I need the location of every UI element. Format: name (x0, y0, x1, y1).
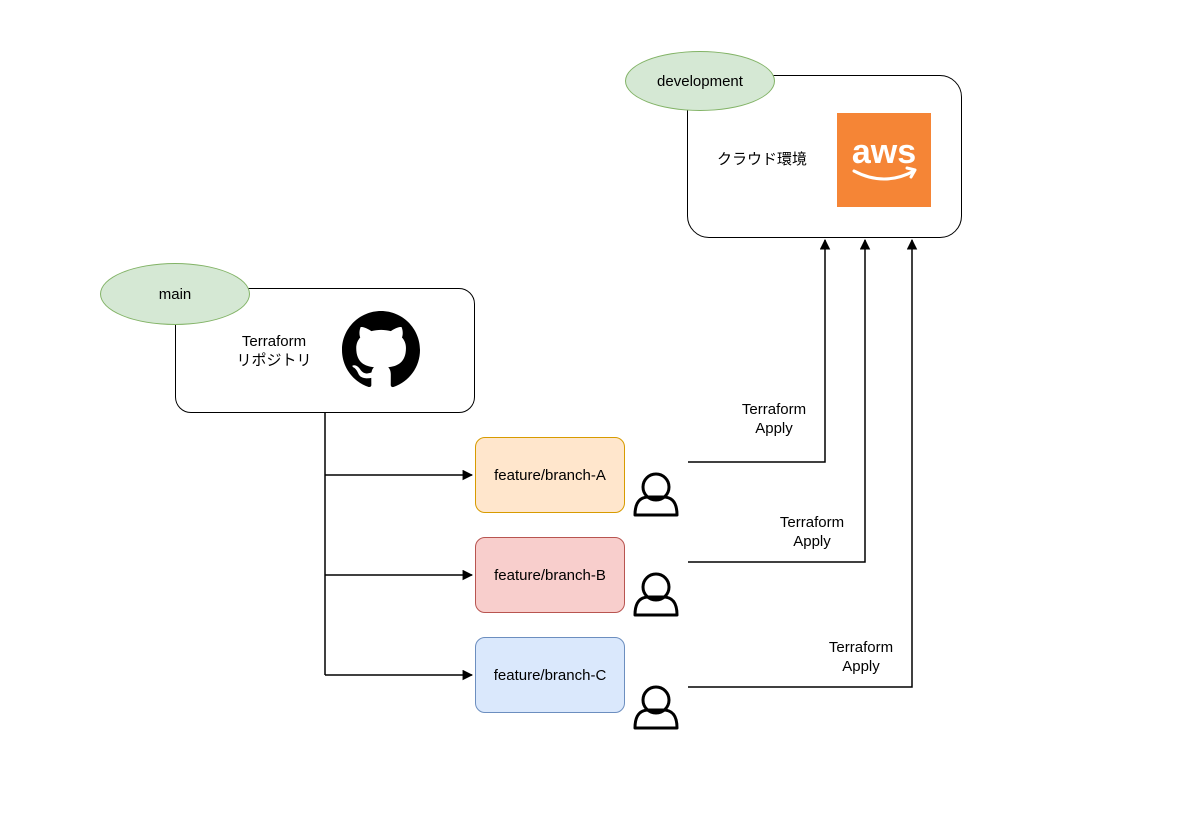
branch-development-text: development (657, 72, 743, 90)
connector-apply-b (688, 238, 871, 563)
apply-label-c-line2: Apply (842, 658, 880, 675)
apply-label-a-line1: Terraform (741, 401, 807, 418)
connector-apply-a (688, 238, 831, 463)
repo-title: Terraform リポジトリ (222, 332, 326, 370)
cloud-title: クラウド環境 (716, 151, 807, 168)
user-icon (633, 572, 679, 617)
branch-main-text: main (158, 285, 192, 303)
apply-label-a-line2: Apply (755, 420, 793, 437)
user-icon (633, 685, 679, 730)
user-icon (633, 472, 679, 517)
apply-label-b-line2: Apply (793, 533, 831, 550)
branch-main-label: main (100, 263, 250, 325)
branch-a-label: feature/branch-A (494, 466, 606, 484)
apply-label-b: Terraform Apply (762, 513, 862, 551)
branch-a-node: feature/branch-A (475, 437, 625, 513)
apply-label-b-line1: Terraform (779, 514, 845, 531)
branch-c-node: feature/branch-C (475, 637, 625, 713)
branch-development-label: development (625, 51, 775, 111)
apply-connectors (688, 238, 918, 688)
connector-apply-c (688, 238, 918, 688)
branch-b-node: feature/branch-B (475, 537, 625, 613)
apply-label-c: Terraform Apply (811, 638, 911, 676)
repo-title-line2: リポジトリ (236, 352, 312, 369)
branch-c-label: feature/branch-C (493, 666, 607, 684)
repo-connectors (324, 412, 474, 681)
aws-logo-graphic: aws (852, 133, 917, 181)
branch-b-label: feature/branch-B (494, 566, 606, 584)
repo-title-line1: Terraform (241, 333, 307, 350)
aws-logo-text: aws (852, 133, 916, 171)
apply-label-a: Terraform Apply (724, 400, 824, 438)
repo-node (175, 288, 475, 413)
github-icon (342, 311, 420, 388)
aws-logo-icon: aws (837, 113, 931, 207)
user-icons (633, 472, 679, 730)
apply-label-c-line1: Terraform (828, 639, 894, 656)
